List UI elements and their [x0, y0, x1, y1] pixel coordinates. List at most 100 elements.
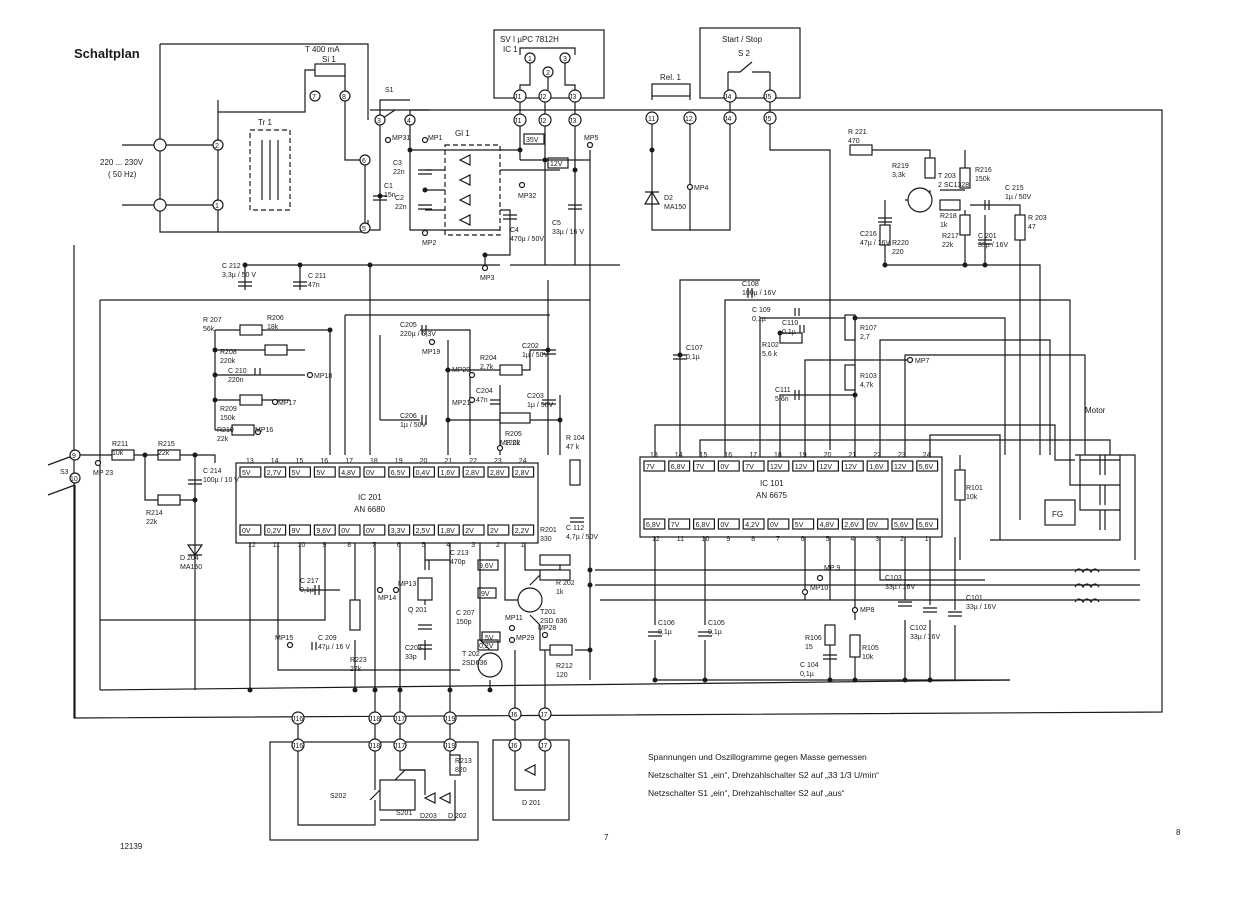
component-symbols [69, 47, 1106, 811]
j4-label: J4 [724, 116, 732, 123]
c111-value: 5,6n [775, 396, 789, 403]
mp2-label: MP2 [422, 240, 437, 247]
ic-pin-voltage: 4,8V [341, 470, 356, 477]
pin8-label: 8 [342, 94, 346, 101]
r212-name: R212 [556, 663, 573, 670]
t201-value: 2SD 636 [540, 618, 567, 625]
fuse-symbol [314, 63, 346, 77]
r213-value: 820 [455, 767, 467, 774]
c109-name: C 109 [752, 307, 771, 314]
ic-pin-voltage: 5V [795, 522, 804, 529]
c214-name: C 214 [203, 468, 222, 475]
pin7-label: 7 [312, 94, 316, 101]
r214-name: R214 [146, 510, 163, 517]
ic-pin-number: 21 [848, 452, 856, 459]
ic-pin-voltage: 1,6V [869, 464, 884, 471]
c108-value: 100µ / 16V [742, 290, 776, 297]
r101-value: 10k [966, 494, 978, 501]
j7-label: J7 [540, 712, 548, 719]
ic-pin-voltage: 1,8V [440, 528, 455, 535]
r205-value: 120k [505, 440, 521, 447]
pin4-label: 4 [407, 118, 411, 125]
r202-value: 1k [556, 589, 564, 596]
j4-label: J4 [724, 94, 732, 101]
r105-name: R105 [862, 645, 879, 652]
r208-name: R208 [220, 349, 237, 356]
ic-pin-number: 5 [826, 536, 830, 543]
c202-value: 1µ / 50V [522, 352, 549, 359]
ic-pin-number: 13 [650, 452, 658, 459]
ic-pin-number: 22 [469, 458, 477, 465]
ic201-type: AN 6680 [354, 505, 386, 514]
ic-pin-voltage: 2,5V [416, 528, 431, 535]
ic-pin-number: 6 [801, 536, 805, 543]
c111-name: C111 [775, 387, 791, 394]
r201-value: 330 [540, 536, 552, 543]
c209-name: C 209 [318, 635, 337, 642]
c217-value: 0,1µ [300, 587, 314, 594]
c216-name: C216 [860, 231, 877, 238]
j17-label: J17 [394, 716, 405, 723]
mains-voltage-label: 220 ... 230V [100, 158, 144, 167]
j7-label: J7 [540, 743, 548, 750]
mp18-label: MP18 [314, 373, 332, 380]
mp8-label: MP8 [860, 607, 875, 614]
c212-name: C 212 [222, 263, 241, 270]
c4-name: C4 [510, 227, 519, 234]
c203-name: C203 [527, 393, 544, 400]
c201-name: C 201 [978, 233, 997, 240]
j2-label: J2 [539, 118, 547, 125]
junction-dots [142, 147, 988, 693]
c109-value: 0,1µ [752, 316, 766, 323]
c105-name: C105 [708, 620, 725, 627]
ac-source-icon [153, 198, 167, 212]
c106-name: C106 [658, 620, 675, 627]
r101-name: R101 [966, 485, 983, 492]
voltage-9v-label: 9V [481, 591, 490, 598]
s202-name: S202 [330, 793, 346, 800]
ic-pin-voltage: 2,8V [490, 470, 505, 477]
r223-name: R223 [350, 657, 367, 664]
r223-value: 27k [350, 666, 362, 673]
ic-pin-voltage: 5,6V [919, 522, 934, 529]
c203-value: 1µ / 50V [527, 402, 554, 409]
j19-label: J19 [444, 743, 455, 750]
startstop-switch-label: S 2 [738, 49, 751, 58]
ic-pin-number: 23 [898, 452, 906, 459]
ic-pin-voltage: 2,7V [267, 470, 282, 477]
r216-value: 150k [975, 176, 991, 183]
ic-pin-number: 11 [273, 542, 280, 549]
ic-pin-voltage: 0V [770, 522, 779, 529]
diode-symbols [186, 154, 661, 804]
ic-pin-number: 2 [496, 542, 500, 549]
ic-pin-voltage: 5,6V [894, 522, 909, 529]
c210-name: C 210 [228, 368, 247, 375]
mp4-label: MP4 [694, 185, 709, 192]
r211-value: 10k [112, 450, 124, 457]
d2-value: MA150 [664, 204, 686, 211]
r106-value: 15 [805, 644, 813, 651]
c211-name: C 211 [308, 273, 326, 280]
s3-name: S3 [60, 469, 69, 476]
t202-name: T 202 [462, 651, 480, 658]
mp14-label: MP14 [378, 595, 396, 602]
ic-pin-voltage: 12V [795, 464, 808, 471]
transformer-symbol [249, 129, 291, 211]
r104-value: 47 k [566, 444, 580, 451]
page-number-right: 8 [1176, 828, 1181, 837]
c217-name: C 217 [300, 578, 319, 585]
mp9-label: MP 9 [824, 565, 840, 572]
j3-label: J3 [569, 94, 577, 101]
j18-label: J18 [369, 743, 380, 750]
r103-name: R103 [860, 373, 877, 380]
mp28-label: MP28 [538, 625, 556, 632]
mp10-label: MP10 [810, 585, 828, 592]
pin12-label: 12 [685, 116, 693, 123]
pin2-label: 2 [215, 143, 219, 150]
c101-name: C101 [966, 595, 983, 602]
page-title: Schaltplan [74, 46, 140, 61]
document-number: 12139 [120, 842, 143, 851]
d204-name: D 204 [180, 555, 199, 562]
c207-value: 150p [456, 619, 472, 626]
